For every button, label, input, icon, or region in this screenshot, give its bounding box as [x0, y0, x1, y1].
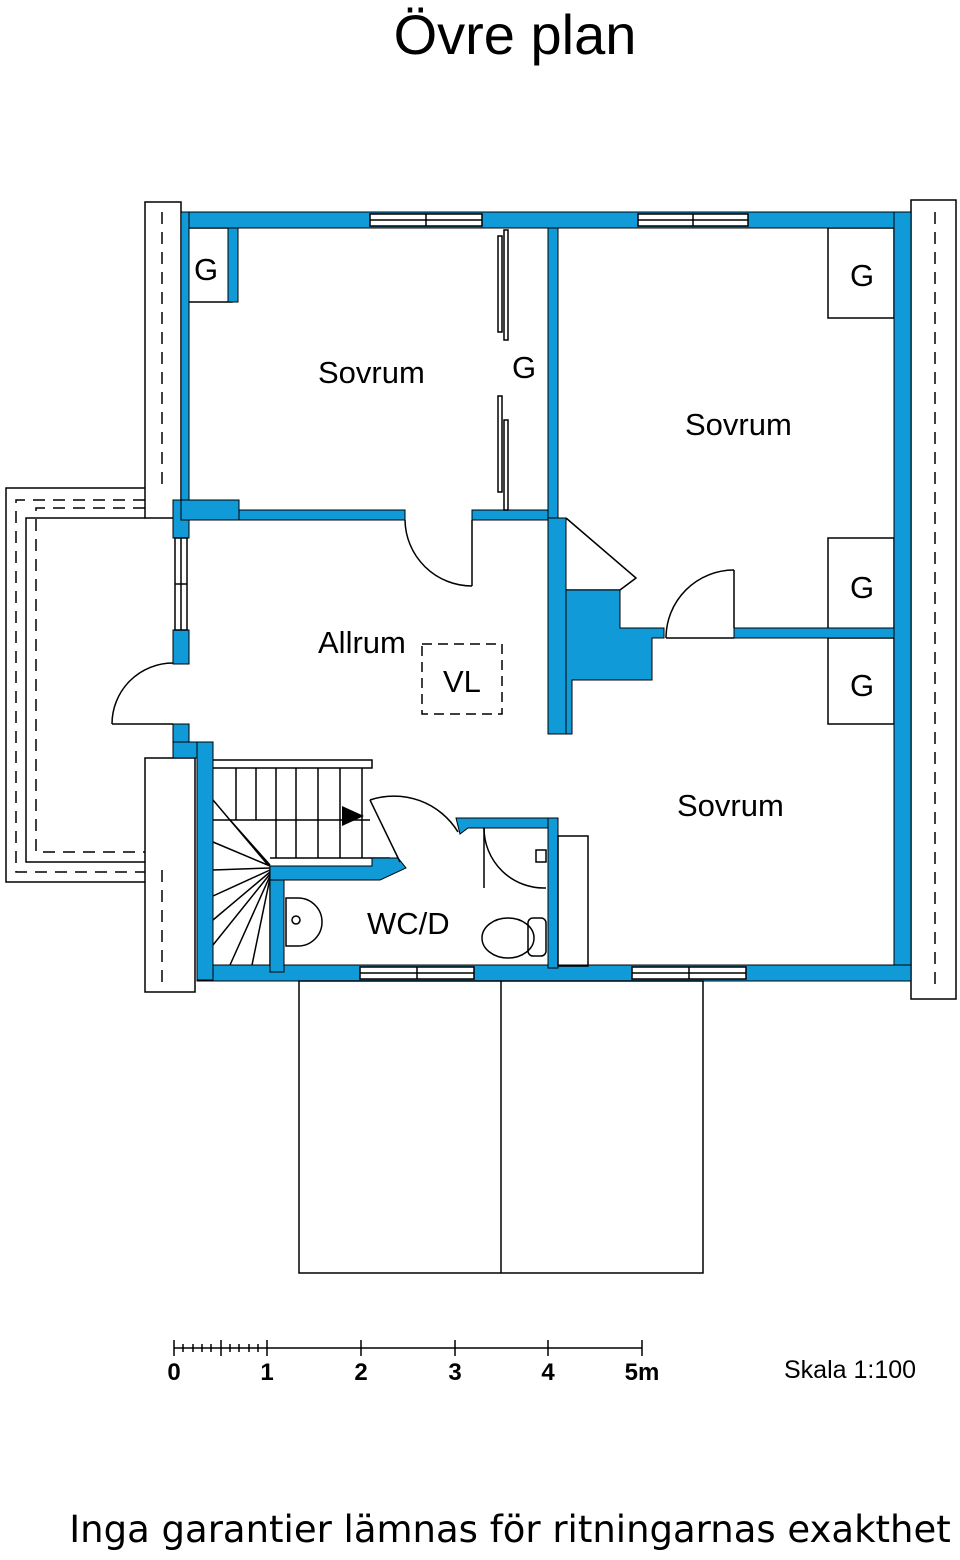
vl-box — [421, 643, 503, 715]
scale-tick-2: 2 — [354, 1359, 367, 1386]
room-label-sovrum-3: Sovrum — [677, 788, 784, 823]
scale-label: Skala 1:100 — [784, 1356, 917, 1384]
closet-label-g1: G — [194, 252, 218, 287]
cabinet — [557, 835, 589, 967]
closet-label-g4: G — [850, 570, 874, 605]
room-label-vl: VL — [443, 664, 481, 699]
closet-label-g5: G — [850, 668, 874, 703]
wc-fixtures — [285, 849, 547, 959]
room-label-allrum: Allrum — [318, 625, 406, 660]
scale-tick-3: 3 — [448, 1359, 461, 1386]
page-title: Övre plan — [393, 3, 637, 66]
stair-direction-arrow-icon — [342, 806, 364, 826]
disclaimer-text: Inga garantier lämnas för ritningarnas e… — [69, 1508, 951, 1551]
scale-tick-0: 0 — [167, 1359, 180, 1386]
staircase — [212, 759, 390, 966]
scale-tick-5m: 5m — [625, 1359, 660, 1386]
room-label-wc: WC/D — [367, 906, 450, 941]
wardrobe-sliding-doors — [497, 229, 509, 511]
scale-bar — [173, 1340, 643, 1356]
balcony-dashed-lines — [15, 212, 936, 988]
walls — [172, 211, 912, 982]
windows — [174, 213, 749, 980]
closet-outlines — [187, 227, 895, 725]
closet-label-g3: G — [850, 258, 874, 293]
scale-tick-1: 1 — [260, 1359, 273, 1386]
closet-label-g2: G — [512, 350, 536, 385]
scale-tick-4: 4 — [541, 1359, 555, 1386]
balcony-outlines — [5, 199, 957, 1000]
room-label-sovrum-2: Sovrum — [685, 407, 792, 442]
carport-outline — [298, 980, 704, 1274]
room-label-sovrum-1: Sovrum — [318, 355, 425, 390]
door-swings — [111, 519, 735, 889]
